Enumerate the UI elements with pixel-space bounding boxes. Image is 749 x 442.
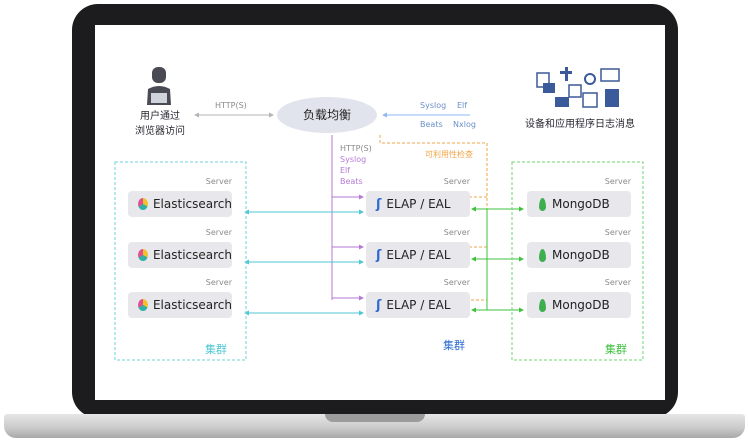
mongo-cluster-label: 集群 bbox=[605, 343, 627, 356]
elf-label: Elf bbox=[457, 101, 468, 110]
laptop-notch bbox=[325, 414, 425, 422]
device-icons bbox=[536, 67, 620, 108]
elasticsearch-logo-icon bbox=[138, 198, 148, 210]
protocol-list: HTTP(S) Syslog Elf Beats bbox=[340, 143, 372, 187]
server-label: Server bbox=[443, 228, 470, 237]
syslog-label: Syslog bbox=[420, 101, 447, 110]
elasticsearch-node: Elasticsearch bbox=[128, 292, 232, 318]
user-icon bbox=[147, 67, 171, 105]
elap-cluster-label: 集群 bbox=[443, 339, 465, 352]
server-label: Server bbox=[205, 177, 232, 186]
elasticsearch-label: Elasticsearch bbox=[152, 248, 232, 262]
user-label: 用户通过 浏览器访问 bbox=[120, 109, 200, 139]
elap-logo-icon: ʃ bbox=[376, 247, 382, 263]
server-label: Server bbox=[443, 177, 470, 186]
elap-logo-icon: ʃ bbox=[376, 297, 382, 313]
server-label: Server bbox=[604, 228, 631, 237]
mongodb-leaf-icon bbox=[539, 197, 546, 211]
mongodb-label: MongoDB bbox=[552, 298, 610, 312]
mongodb-label: MongoDB bbox=[552, 197, 610, 211]
mongodb-node: MongoDB bbox=[527, 292, 631, 318]
protocol-http: HTTP(S) bbox=[340, 144, 372, 153]
elasticsearch-logo-icon bbox=[138, 299, 148, 311]
elasticsearch-node: Elasticsearch bbox=[128, 191, 232, 217]
nxlog-label: Nxlog bbox=[453, 120, 476, 129]
mongodb-node: MongoDB bbox=[527, 191, 631, 217]
es-cluster-label: 集群 bbox=[205, 343, 227, 356]
load-balancer: 负载均衡 bbox=[277, 97, 377, 133]
user-label-line1: 用户通过 bbox=[140, 111, 180, 122]
connector-lines bbox=[114, 112, 644, 361]
server-label: Server bbox=[205, 278, 232, 287]
elap-logo-icon: ʃ bbox=[376, 196, 382, 212]
elasticsearch-logo-icon bbox=[138, 249, 148, 261]
mongodb-leaf-icon bbox=[539, 248, 546, 262]
elap-label: ELAP / EAL bbox=[386, 197, 451, 211]
elap-label: ELAP / EAL bbox=[386, 248, 451, 262]
elasticsearch-node: Elasticsearch bbox=[128, 242, 232, 268]
mongodb-node: MongoDB bbox=[527, 242, 631, 268]
diagram-screen: 用户通过 浏览器访问 HTTP(S) 负载均衡 Syslog Elf Beats… bbox=[95, 25, 665, 400]
mongodb-label: MongoDB bbox=[552, 248, 610, 262]
elap-label: ELAP / EAL bbox=[386, 298, 451, 312]
user-label-line2: 浏览器访问 bbox=[135, 126, 185, 137]
protocol-elf: Elf bbox=[340, 166, 351, 175]
http-label: HTTP(S) bbox=[215, 101, 247, 110]
elap-node: ʃ ELAP / EAL bbox=[366, 242, 470, 268]
server-label: Server bbox=[604, 177, 631, 186]
protocol-beats: Beats bbox=[340, 177, 363, 186]
mongodb-leaf-icon bbox=[539, 298, 546, 312]
health-check-label: 可利用性检查 bbox=[425, 150, 473, 159]
server-label: Server bbox=[604, 278, 631, 287]
server-label: Server bbox=[443, 278, 470, 287]
elasticsearch-label: Elasticsearch bbox=[152, 298, 232, 312]
server-label: Server bbox=[205, 228, 232, 237]
elasticsearch-label: Elasticsearch bbox=[152, 197, 232, 211]
elap-node: ʃ ELAP / EAL bbox=[366, 292, 470, 318]
protocol-syslog: Syslog bbox=[340, 155, 367, 164]
elap-node: ʃ ELAP / EAL bbox=[366, 191, 470, 217]
beats-label: Beats bbox=[420, 120, 443, 129]
devices-label: 设备和应用程序日志消息 bbox=[525, 119, 635, 130]
